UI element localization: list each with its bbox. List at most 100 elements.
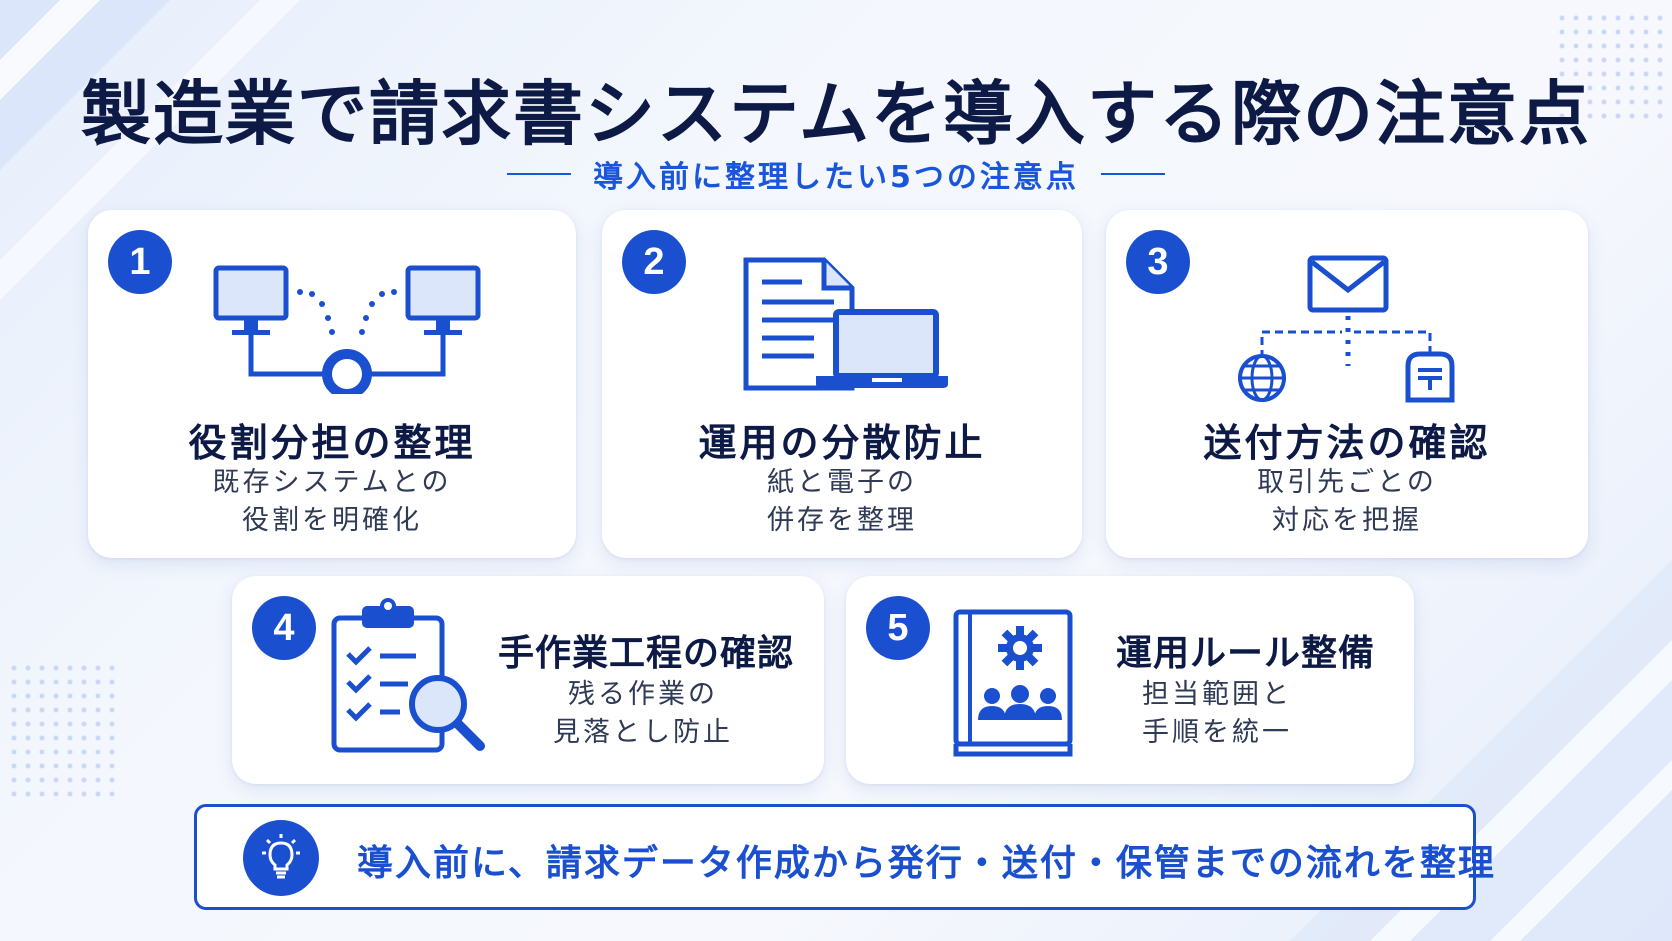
decor-dot [25,665,31,671]
lightbulb-icon [243,820,319,896]
decor-dot [95,749,101,755]
decor-dot [1615,29,1621,35]
connected-monitors-icon [213,265,481,394]
decor-dot [109,791,115,797]
document-laptop-icon [743,257,948,391]
decor-dot [1629,43,1635,49]
decor-dot [25,777,31,783]
card-operation-dispersion: 2 運用の分散防止 紙と電子の 併存を整理 [602,210,1082,558]
decor-dot [67,763,73,769]
decor-dot [11,791,17,797]
decor-dot [11,749,17,755]
decor-dot [81,707,87,713]
decor-dot [1643,29,1649,35]
decor-dot [1601,15,1607,21]
decor-dot [11,693,17,699]
decor-dot [39,749,45,755]
page-subtitle: 導入前に整理したい5つの注意点 [593,160,1079,195]
decor-dot [25,707,31,713]
decor-dot [81,791,87,797]
decor-dot [1643,15,1649,21]
decor-dot [25,749,31,755]
subtitle-right-line [1100,173,1165,175]
decor-dot [67,679,73,685]
decor-dot [81,777,87,783]
decor-dot [53,735,59,741]
summary-banner: 導入前に、請求データ作成から発行・送付・保管までの流れを整理 [194,804,1494,910]
decor-dot [95,707,101,713]
decor-dot [11,763,17,769]
checklist-magnifier-icon [331,598,485,753]
decor-dot [109,777,115,783]
card-desc-line1: 残る作業の [568,679,718,710]
card-title: 運用ルール整備 [1116,633,1376,674]
card-number-badge: 1 [108,230,172,294]
decor-dot [81,749,87,755]
decor-dot [95,665,101,671]
decor-dot [1559,29,1565,35]
decor-dot [95,721,101,727]
decor-dot [1601,29,1607,35]
decor-dot [109,665,115,671]
card-number-badge: 3 [1126,230,1190,294]
decor-dot [95,679,101,685]
decor-dot [81,763,87,769]
decor-dot [1629,29,1635,35]
decor-dot [109,763,115,769]
decor-dot [53,693,59,699]
decor-dot [67,749,73,755]
card-number-badge: 4 [252,596,316,660]
decor-dot [67,735,73,741]
decor-dot [11,735,17,741]
decor-dot [1615,15,1621,21]
card-desc-line2: 見落とし防止 [553,717,733,748]
card-title: 役割分担の整理 [188,421,476,465]
decor-dot [39,707,45,713]
card-operation-rules: 5 運用ルール整備 担当範囲と 手順を統一 [846,576,1414,784]
decor-dot [95,735,101,741]
decor-dot [109,679,115,685]
decor-dot [109,735,115,741]
mail-globe-mailbox-icon [1238,255,1455,403]
decor-dot [53,763,59,769]
decor-dot [81,665,87,671]
decor-dot [39,763,45,769]
decor-dot [95,693,101,699]
decor-dot [25,763,31,769]
decor-dot [67,791,73,797]
card-desc-line2: 対応を把握 [1272,505,1422,536]
decor-dot [1587,43,1593,49]
decor-dot [109,749,115,755]
decor-dot [109,693,115,699]
decor-dot [39,693,45,699]
decor-dot [1657,29,1663,35]
page-title: 製造業で請求書システムを導入する際の注意点 [81,73,1591,155]
decor-dot [53,679,59,685]
decor-dot [53,707,59,713]
decor-dot [25,735,31,741]
decor-dot [39,791,45,797]
card-title: 運用の分散防止 [698,421,986,465]
decor-dot [53,665,59,671]
decor-dot [25,721,31,727]
decor-dot [39,665,45,671]
decor-dot [81,735,87,741]
decor-dot [95,791,101,797]
card-number-badge: 2 [622,230,686,294]
decor-dot [81,721,87,727]
decor-dot [81,679,87,685]
card-desc-line1: 紙と電子の [767,467,917,498]
decor-dot [11,665,17,671]
card-desc-line2: 役割を明確化 [242,505,422,536]
decor-dot [1587,29,1593,35]
decor-dot [11,679,17,685]
manual-gear-team-icon [953,609,1073,757]
card-desc-line1: 担当範囲と [1142,679,1292,710]
subtitle-row: 導入前に整理したい5つの注意点 [0,152,1672,196]
decor-dot [53,777,59,783]
decor-dot [11,777,17,783]
card-title: 手作業工程の確認 [498,633,795,674]
decor-dot [95,763,101,769]
decor-dot [11,721,17,727]
decor-dot [1643,43,1649,49]
